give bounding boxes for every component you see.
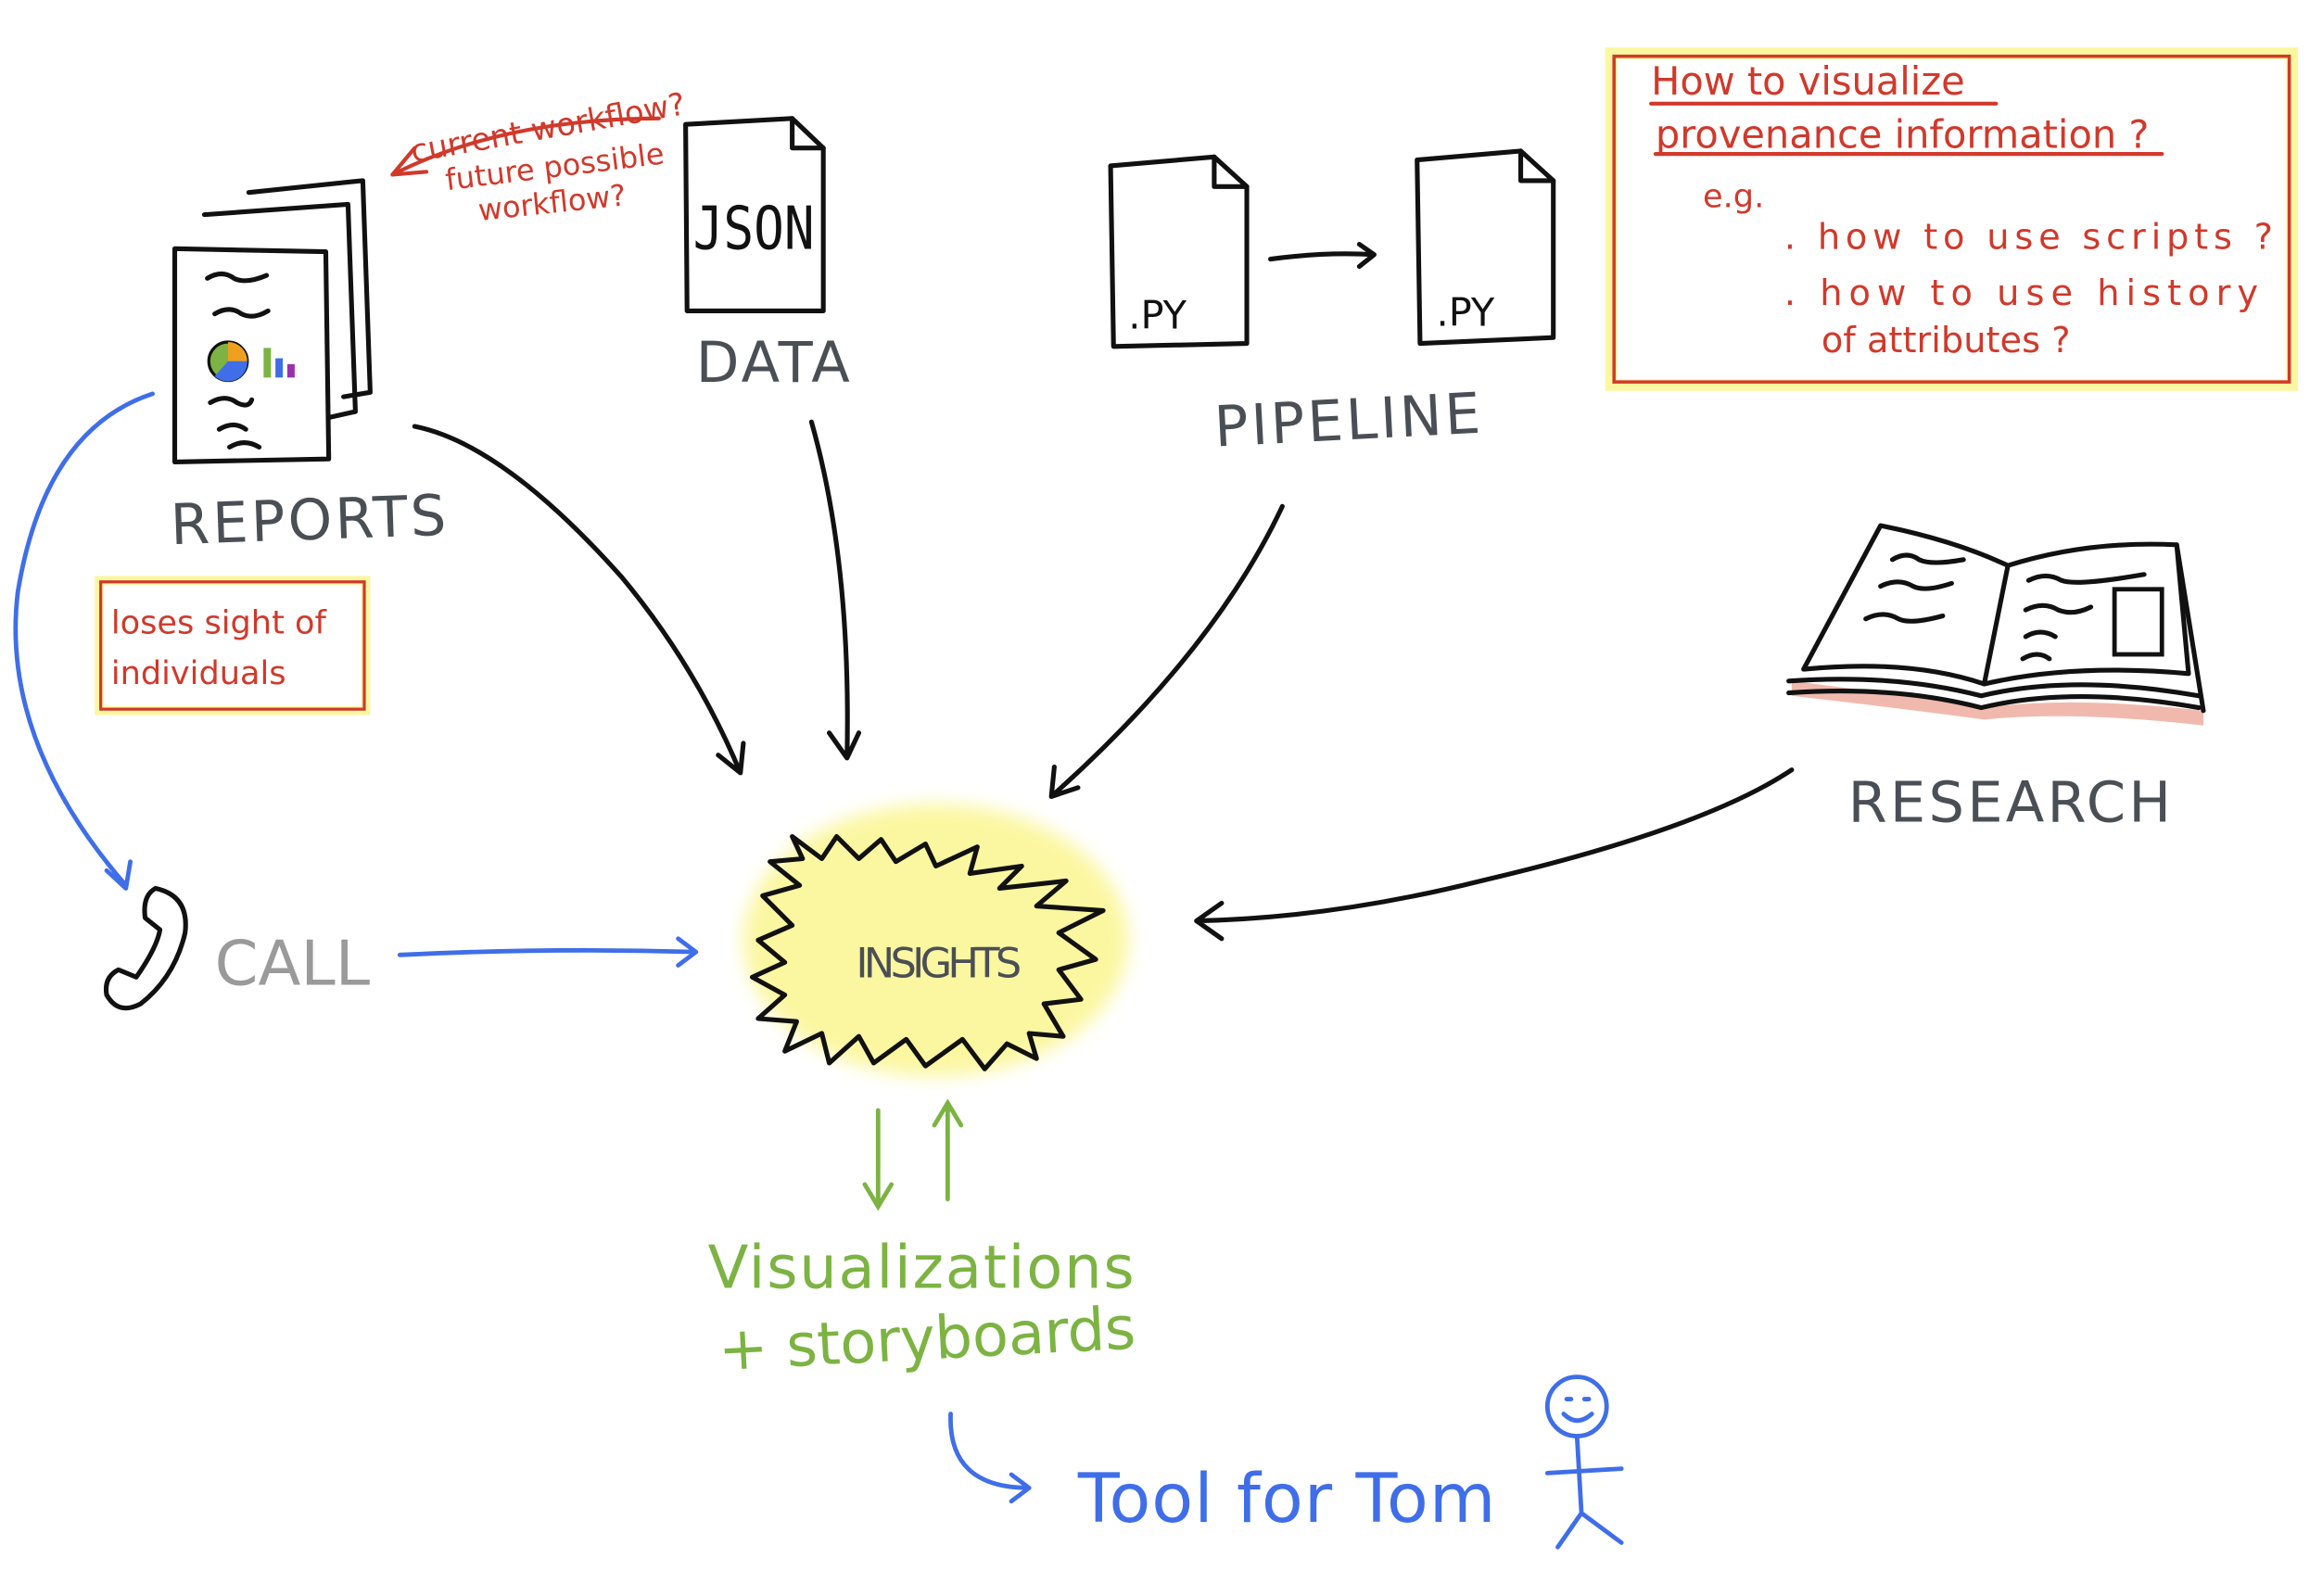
visualizations-to-tool-arrow (948, 1412, 1032, 1504)
phone-icon (103, 885, 188, 1011)
json-file-label: JSON (693, 195, 815, 263)
py-file-icon-1: .PY (1108, 154, 1250, 349)
visualizations-label-line1: Visualizations (708, 1235, 1135, 1303)
data-label: DATA (696, 331, 853, 396)
py-file-label-1: .PY (1128, 293, 1187, 338)
py-file-label-2: .PY (1437, 289, 1495, 335)
json-file-icon: JSON (683, 116, 826, 314)
research-label: RESEARCH (1848, 771, 2175, 836)
loses-sight-note: loses sight of individuals (95, 576, 371, 716)
question-title-line2: provenance information ? (1656, 112, 2149, 158)
question-title-line1: How to visualize (1651, 58, 1965, 104)
provenance-question-note: How to visualize provenance information … (1605, 47, 2299, 391)
tool-for-tom-label: Tool for Tom (1077, 1460, 1495, 1539)
flow-arrows (412, 419, 1795, 942)
call-to-insights-arrow (397, 936, 699, 968)
pipeline-arrow (1268, 242, 1377, 270)
visualizations-to-insights-arrow (932, 1098, 964, 1202)
insights-burst: INSIGHTS (742, 804, 1129, 1077)
loses-sight-line1: loses sight of (111, 604, 328, 642)
stick-figure-tom-icon (1544, 1374, 1624, 1550)
reports-to-call-arrow (13, 391, 155, 891)
insights-to-visualizations-arrow (862, 1108, 895, 1211)
question-item-1: . how to use scripts ? (1784, 216, 2273, 258)
reports-document-stack-icon (171, 178, 373, 464)
question-item-3: of attributes ? (1821, 320, 2071, 361)
visualizations-label-line2: + storyboards (717, 1295, 1137, 1385)
workflow-note: current workflow? future possible workfl… (390, 85, 688, 228)
workflow-arrow (390, 116, 661, 177)
py-file-icon-2: .PY (1415, 148, 1556, 347)
open-book-icon (1786, 523, 2206, 726)
loses-sight-line2: individuals (111, 654, 286, 692)
call-label: CALL (215, 927, 371, 999)
question-eg: e.g. (1703, 178, 1764, 216)
reports-label: REPORTS (170, 484, 451, 558)
insights-label: INSIGHTS (856, 938, 1022, 987)
pipeline-label: PIPELINE (1212, 382, 1485, 461)
